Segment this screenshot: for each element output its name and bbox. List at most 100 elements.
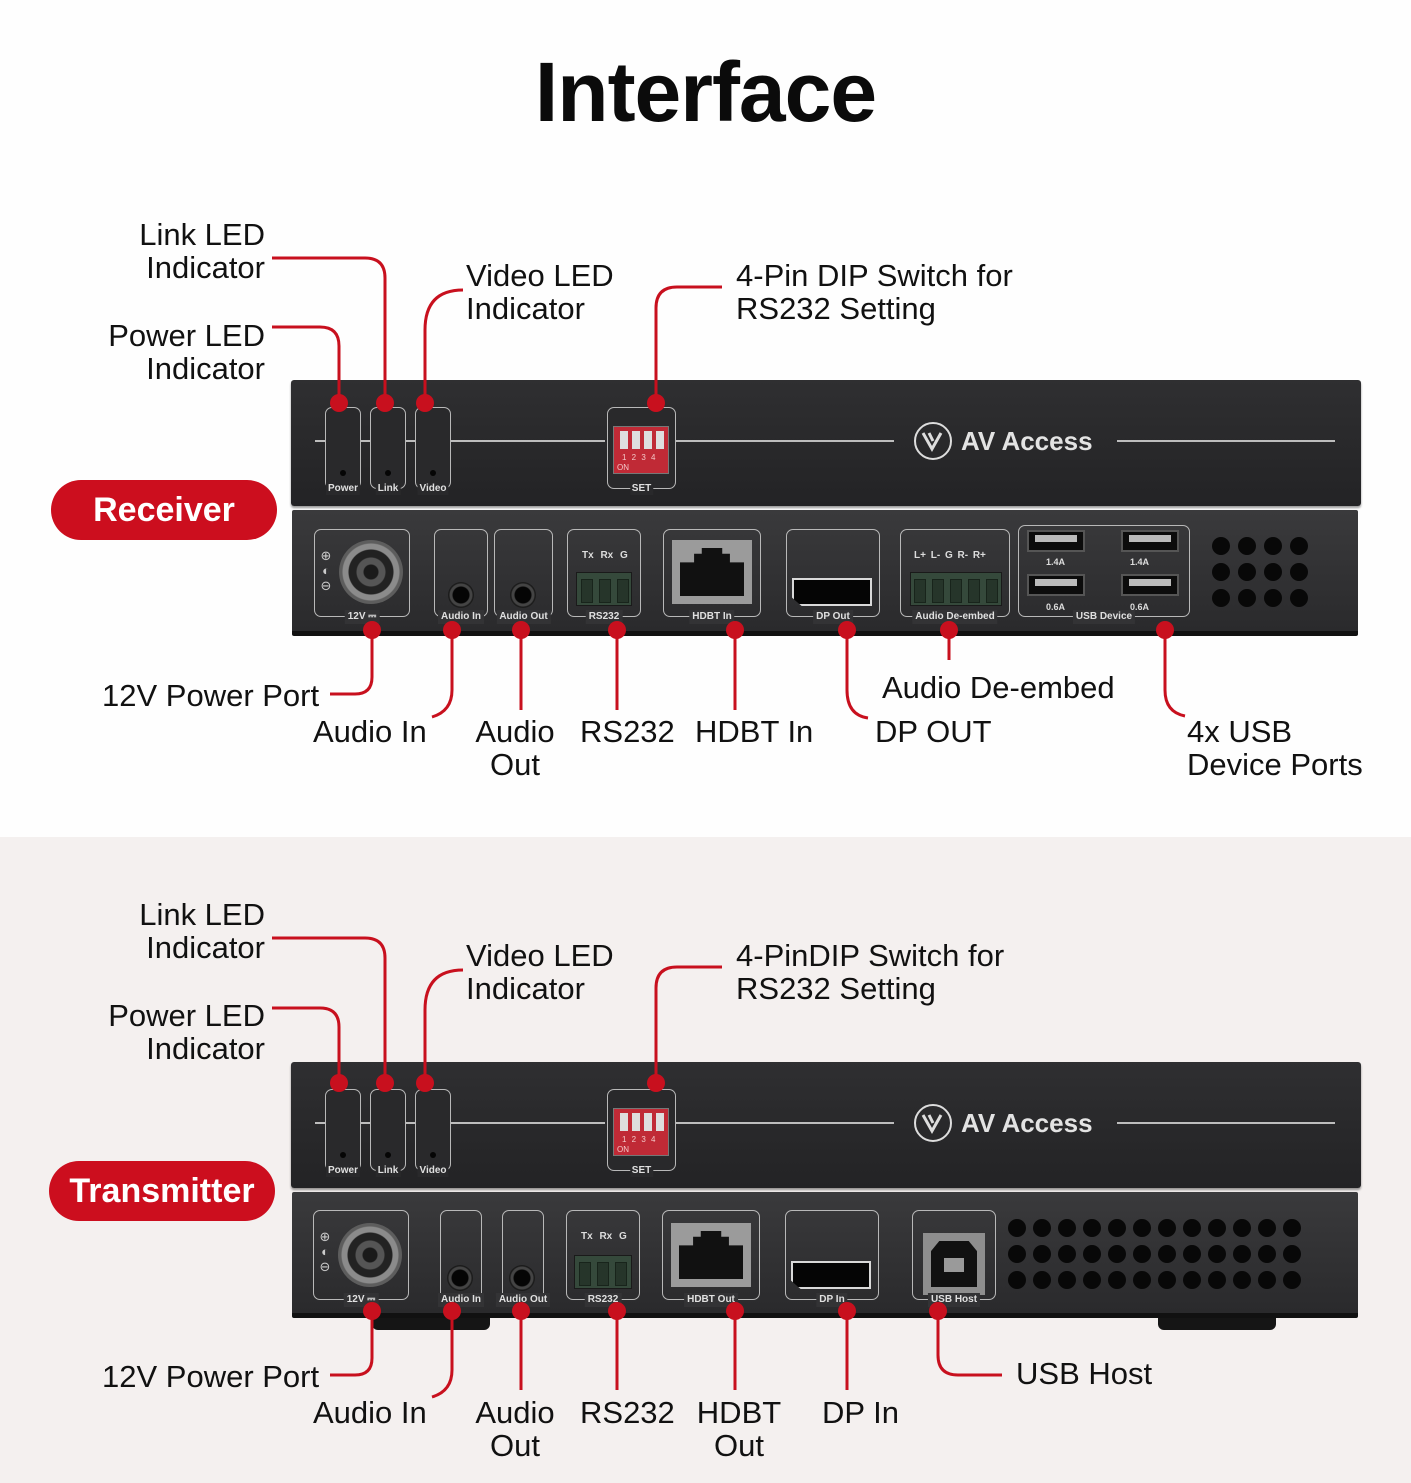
dip-toggle-3[interactable] [644,1113,652,1131]
callout-link-led: Link LED Indicator [90,898,265,964]
callout-line: Indicator [466,971,585,1006]
device-foot [1158,1318,1276,1330]
audio-out-jack[interactable] [510,582,536,608]
hdbt-in-rj45-port[interactable] [672,540,752,604]
usb-current-label: 0.6A [1046,602,1066,612]
callout-audio-in: Audio In [313,1395,427,1430]
callout-line: Link LED [139,897,265,932]
callout-rs232: RS232 [580,714,675,749]
audio-in-box: Audio In [434,529,488,624]
usb-device-box: 1.4A 1.4A 0.6A 0.6A USB Device [1018,525,1190,624]
usb-current-label: 1.4A [1046,557,1066,567]
link-led [385,470,391,476]
dip-toggle-4[interactable] [656,1113,664,1131]
av-access-logo-icon [914,422,952,460]
receiver-front-panel: Power Link Video 1 2 3 4 ON SET AV Acces… [291,380,1361,506]
logo-v-glyph-icon [921,432,943,453]
receiver-rear-panel: ⊕◐⊖ 12V ⎓ Audio In Audio Out Tx Rx G RS2… [292,510,1358,636]
audio-in-jack[interactable] [448,582,474,608]
hdbt-out-caption: HDBT Out [684,1293,738,1307]
audio-deembed-box: L+ L- G R- R+ Audio De-embed [900,529,1010,624]
device-foot [372,1318,490,1330]
dip-toggle-2[interactable] [632,1113,640,1131]
callout-power-led: Power LED Indicator [70,319,265,385]
callout-line: Indicator [146,1031,265,1066]
dp-out-box: DP Out [786,529,880,624]
terminal-pin [597,1262,609,1286]
callout-line: Out [490,747,540,782]
usb-device-port-4[interactable] [1121,574,1179,596]
dip-switch-box: 1 2 3 4 ON SET [607,407,676,495]
hdbt-out-rj45-port[interactable] [671,1223,751,1287]
callout-line: Indicator [466,291,585,326]
usb-host-port[interactable] [923,1233,985,1295]
panel-line [315,1122,605,1124]
callout-line: 4x USB [1187,714,1293,749]
callout-line: 4-Pin DIP Switch for [736,258,1013,293]
dip-toggle-3[interactable] [644,431,652,449]
usb-current-label: 0.6A [1130,602,1150,612]
callout-usb-device: 4x USB Device Ports [1187,715,1363,781]
brand-name: AV Access [961,1108,1093,1138]
callout-line: Power LED [108,318,265,353]
usb-host-box: USB Host [912,1210,996,1307]
power-port-box: ⊕◐⊖ 12V ⎓ [314,529,410,624]
polarity-icon: ⊕◐⊖ [319,1229,331,1274]
link-led [385,1152,391,1158]
callout-line: Indicator [146,250,265,285]
dip-on-label: ON [617,1145,629,1154]
power-led [340,1152,346,1158]
dip-caption: SET [629,1164,654,1177]
power-led-box: Power [325,407,361,495]
terminal-pin [579,1262,591,1286]
polarity-icon: ⊕◐⊖ [320,548,332,593]
dc-power-jack[interactable] [338,1223,402,1287]
rs232-terminal[interactable] [576,572,632,606]
dip-toggle-2[interactable] [632,431,640,449]
audio-in-caption: Audio In [438,610,484,624]
audio-in-jack[interactable] [447,1265,473,1291]
rs232-caption: RS232 [585,610,623,624]
power-led-caption: Power [325,482,361,495]
usb-device-caption: USB Device [1072,610,1136,624]
dip-caption: SET [629,482,654,495]
callout-line: Power LED [108,998,265,1033]
terminal-pin [581,579,593,603]
audio-out-box: Audio Out [495,1210,551,1307]
link-led-box: Link [370,1089,406,1177]
video-led-box: Video [415,1089,451,1177]
dip-toggle-1[interactable] [620,1113,628,1131]
audio-out-caption: Audio Out [495,1293,551,1307]
usb-device-port-3[interactable] [1027,574,1085,596]
page-title: Interface [534,45,877,139]
callout-usb-host: USB Host [1016,1356,1153,1391]
callout-line: Link LED [139,217,265,252]
callout-line: Video LED [466,258,614,293]
callout-dip-switch: 4-PinDIP Switch for RS232 Setting [736,939,1004,1005]
callout-line: RS232 Setting [736,971,936,1006]
audio-deembed-terminal[interactable] [910,572,1002,606]
audio-out-jack[interactable] [509,1265,535,1291]
dip-toggle-4[interactable] [656,431,664,449]
callout-link-led: Link LED Indicator [90,218,265,284]
callout-line: Indicator [146,930,265,965]
callout-line: Video LED [466,938,614,973]
video-led-box: Video [415,407,451,495]
dp-in-port[interactable] [791,1261,871,1289]
dip-toggle-1[interactable] [620,431,628,449]
callout-power-port: 12V Power Port [102,1359,320,1394]
callout-power-port: 12V Power Port [102,678,320,713]
hdbt-in-caption: HDBT In [689,610,735,624]
link-led-caption: Link [375,482,401,495]
power-led-box: Power [325,1089,361,1177]
panel-line [1117,1122,1335,1124]
usb-device-port-1[interactable] [1027,530,1085,552]
callout-dp-out: DP OUT [875,714,992,749]
dc-power-jack[interactable] [339,540,403,604]
dp-out-port[interactable] [792,578,872,606]
dip-switch[interactable]: 1 2 3 4 ON [613,1108,669,1156]
dip-switch[interactable]: 1 2 3 4 ON [613,426,669,474]
rs232-terminal[interactable] [574,1255,632,1289]
usb-device-port-2[interactable] [1121,530,1179,552]
video-led [430,470,436,476]
